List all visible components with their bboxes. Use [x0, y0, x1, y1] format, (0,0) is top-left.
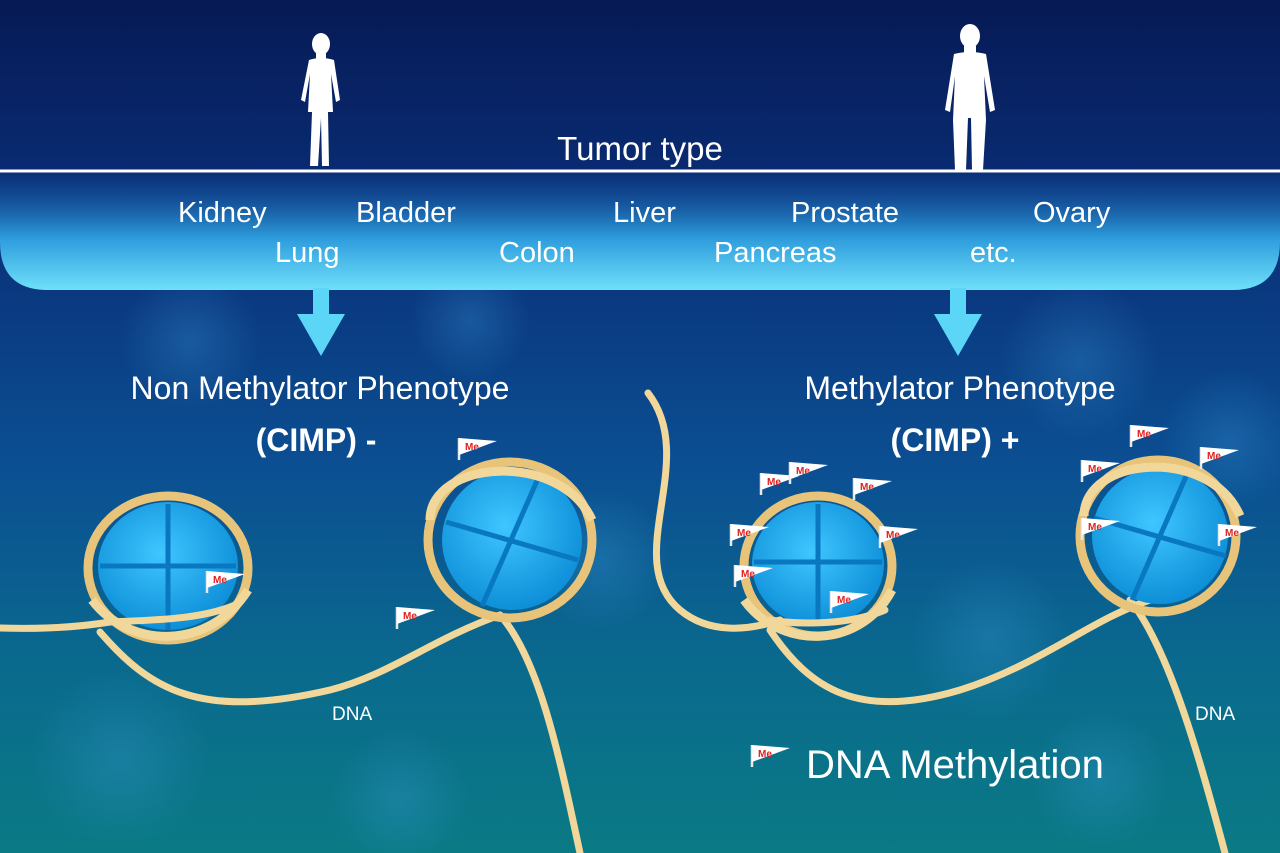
dna-strands — [0, 389, 1229, 853]
arrow-right — [934, 288, 982, 356]
me-flag-icon — [788, 460, 830, 486]
tumor-type-pancreas: Pancreas — [714, 237, 837, 269]
left-cimp-label: (CIMP) - — [255, 422, 377, 458]
left-phenotype-label: Non Methylator Phenotype — [130, 370, 510, 406]
female-silhouette-icon — [301, 33, 340, 166]
right-cimp-label: (CIMP) + — [890, 422, 1020, 458]
me-flag-icon — [852, 476, 894, 502]
tumor-type-ovary: Ovary — [1033, 197, 1111, 229]
nucleosome-left-2 — [423, 457, 597, 623]
tumor-banner — [0, 173, 1280, 290]
bokeh-background — [30, 260, 1280, 853]
header-title: Tumor type — [557, 130, 723, 167]
arrow-left — [297, 288, 345, 356]
tumor-type-kidney: Kidney — [178, 197, 267, 229]
tumor-type-colon: Colon — [499, 237, 575, 269]
dna-label-left: DNA — [332, 704, 373, 725]
tumor-type-bladder: Bladder — [356, 197, 456, 229]
me-flag-icon — [395, 605, 437, 631]
legend-flag-icon — [750, 743, 792, 769]
tumor-type-prostate: Prostate — [791, 197, 899, 229]
dna-label-right: DNA — [1195, 704, 1236, 725]
right-phenotype-label: Methylator Phenotype — [804, 370, 1116, 406]
tumor-type-liver: Liver — [613, 197, 676, 229]
me-flag-icon — [457, 436, 499, 462]
tumor-type-lung: Lung — [275, 237, 340, 269]
nucleosome-right-2 — [1075, 455, 1245, 617]
legend-label: DNA Methylation — [806, 743, 1104, 787]
tumor-type-etc: etc. — [970, 237, 1017, 269]
male-silhouette-icon — [945, 24, 995, 170]
